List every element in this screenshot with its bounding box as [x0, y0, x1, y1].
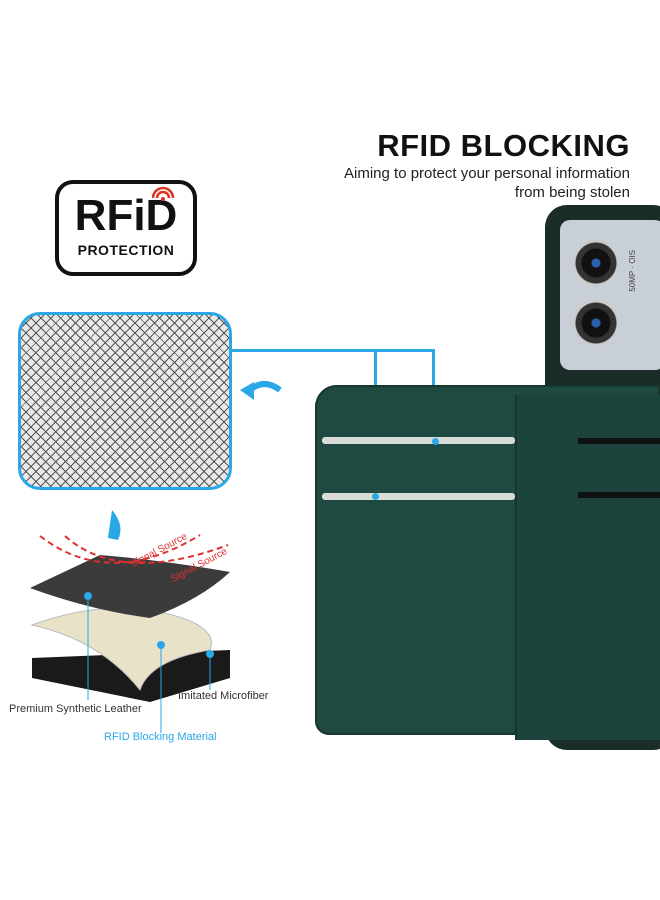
curved-arrow-icon — [240, 381, 282, 400]
title: RFID BLOCKING — [377, 128, 630, 163]
microfiber-label: Imitated Microfiber — [178, 690, 269, 702]
wallet-flap — [515, 395, 660, 740]
wireless-icon — [151, 186, 175, 201]
camera-module — [560, 220, 660, 370]
callout-dot — [432, 438, 439, 445]
subtitle-line-1: Aiming to protect your personal informat… — [344, 165, 630, 182]
badge-main: RFiD — [74, 191, 178, 240]
rfid-mesh-closeup — [18, 312, 232, 490]
camera-lens — [573, 240, 619, 286]
signal-path — [39, 534, 229, 564]
down-arrow-icon — [108, 510, 121, 540]
blocking-label: RFID Blocking Material — [104, 731, 217, 743]
card-slot — [578, 438, 660, 444]
camera-text: 50MP · OIS — [628, 250, 637, 292]
leather-label: Premium Synthetic Leather — [9, 703, 142, 715]
callout-dot — [372, 493, 379, 500]
leather-layer — [30, 555, 230, 618]
camera-lens — [573, 300, 619, 346]
card-slot — [322, 437, 515, 444]
badge-sub: PROTECTION — [77, 242, 175, 258]
layers-diagram — [30, 510, 230, 732]
rfid-badge: RFiD PROTECTION — [55, 180, 197, 276]
callout-line — [232, 349, 434, 352]
subtitle-line-2: from being stolen — [514, 184, 630, 201]
card-slot — [578, 492, 660, 498]
card-slot — [322, 493, 515, 500]
